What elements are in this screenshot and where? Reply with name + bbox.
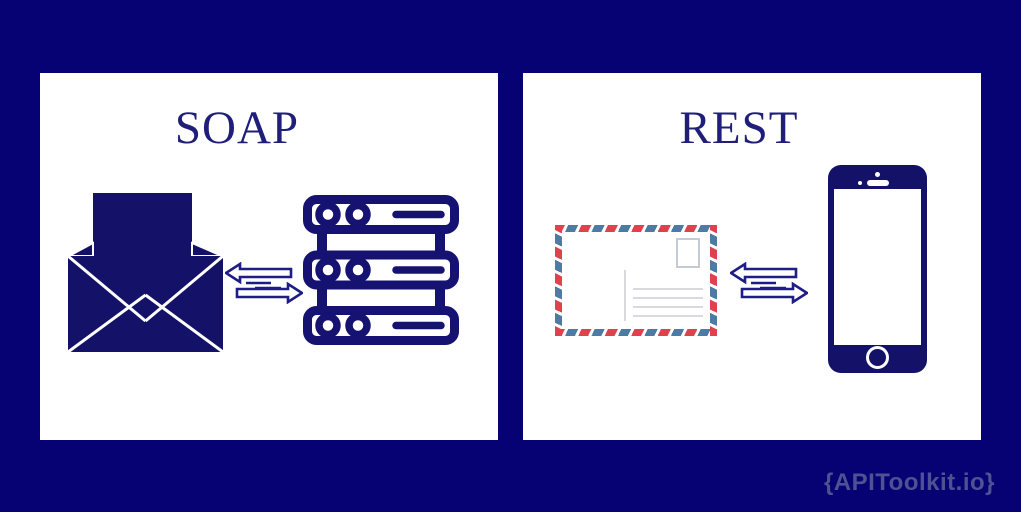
- rest-panel: REST: [523, 73, 981, 440]
- server-stack-icon: [303, 195, 459, 345]
- postcard-border-top: [555, 225, 717, 232]
- postcard-address-line: [633, 288, 703, 290]
- phone-home-button: [866, 346, 889, 369]
- transfer-arrows-icon: [730, 262, 808, 304]
- phone-speaker: [867, 180, 889, 186]
- smartphone-icon: [828, 165, 927, 373]
- postcard-divider-line: [624, 270, 626, 321]
- postcard-border-bottom: [555, 329, 717, 336]
- postcard-address-line: [633, 297, 703, 299]
- soap-panel: SOAP: [40, 73, 498, 440]
- open-envelope-with-letter-icon: [68, 193, 223, 352]
- airmail-postcard-icon: [555, 225, 717, 336]
- postcard-address-line: [633, 315, 703, 317]
- postcard-border-right: [710, 225, 717, 336]
- phone-camera-dot: [875, 172, 880, 177]
- phone-screen: [834, 189, 921, 345]
- rest-title: REST: [679, 102, 799, 154]
- brand-watermark: {APIToolkit.io}: [823, 469, 995, 496]
- soap-title: SOAP: [174, 102, 300, 154]
- transfer-arrows-icon: [225, 262, 303, 304]
- phone-sensor-dot: [858, 181, 862, 185]
- postcard-stamp: [676, 238, 700, 268]
- postcard-border-left: [555, 225, 562, 336]
- postcard-address-line: [633, 306, 703, 308]
